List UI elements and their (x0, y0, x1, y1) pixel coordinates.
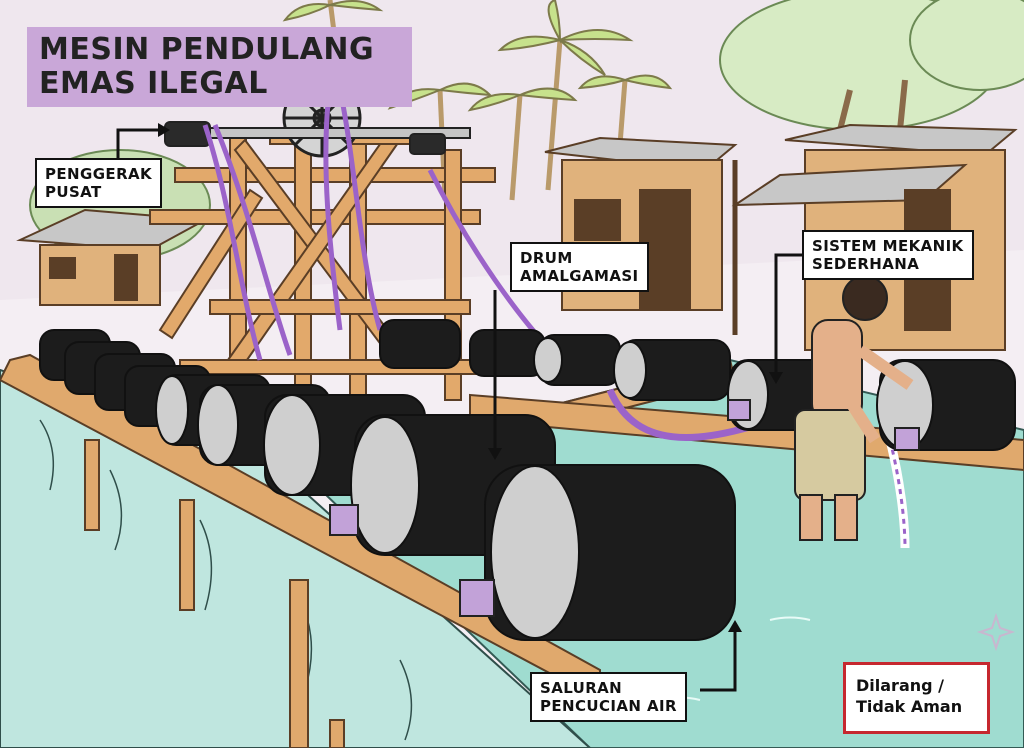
warning-badge: Dilarang / Tidak Aman (843, 662, 990, 734)
label-penggerak-pusat: PENGGERAK PUSAT (35, 158, 163, 208)
title-line-2: EMAS ILEGAL (39, 66, 268, 101)
callout-arrows (116, 123, 806, 692)
label-drum-line-1: DRUM (520, 249, 573, 267)
label-sistem-line-2: SEDERHANA (812, 255, 920, 273)
drums-back (39, 319, 1016, 451)
label-drum-amalgamasi: DRUM AMALGAMASI (510, 242, 649, 292)
label-saluran-pencucian: SALURAN PENCUCIAN AIR (530, 672, 687, 722)
motor-shaft (164, 121, 471, 155)
warning-line-2: Tidak Aman (856, 697, 963, 716)
label-saluran-line-1: SALURAN (540, 679, 623, 697)
title-line-1: MESIN PENDULANG (39, 32, 375, 67)
label-saluran-line-2: PENCUCIAN AIR (540, 697, 677, 715)
bearing-blocks (329, 399, 920, 617)
title-box: MESIN PENDULANG EMAS ILEGAL (27, 27, 412, 107)
label-drum-line-2: AMALGAMASI (520, 267, 639, 285)
hose-stripe (888, 439, 907, 549)
label-sistem-mekanik: SISTEM MEKANIK SEDERHANA (802, 230, 974, 280)
hut-middle (544, 136, 738, 335)
sparkle-icon (976, 612, 1016, 652)
worker (794, 275, 914, 541)
drums-front (155, 374, 736, 641)
label-sistem-line-1: SISTEM MEKANIK (812, 237, 964, 255)
label-penggerak-line-2: PUSAT (45, 183, 102, 201)
warning-line-1: Dilarang / (856, 676, 944, 695)
label-penggerak-line-1: PENGGERAK (45, 165, 153, 183)
